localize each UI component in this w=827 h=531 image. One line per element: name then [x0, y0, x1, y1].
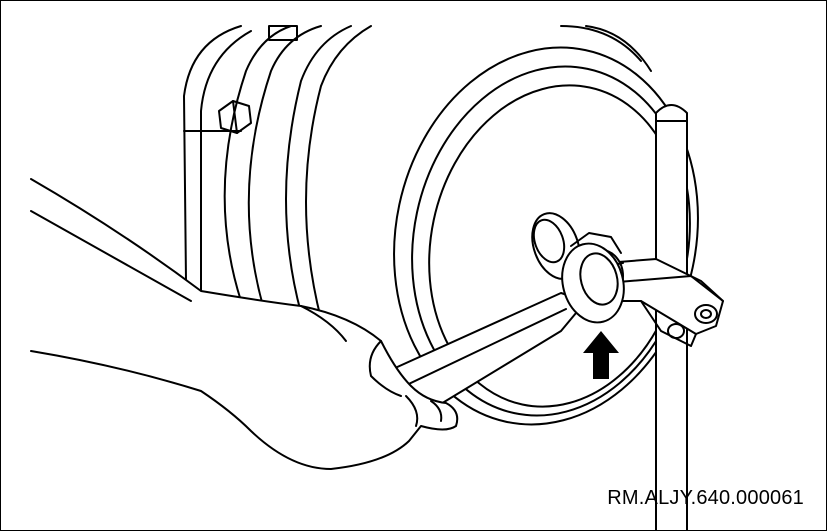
ring-spanner — [383, 232, 625, 417]
mounting-bracket — [605, 258, 724, 347]
hub-bolt — [218, 100, 252, 134]
top-bolt — [268, 25, 298, 41]
arrow-up-icon — [583, 331, 619, 379]
hand — [30, 178, 459, 470]
drum-housing — [183, 25, 652, 320]
figure-reference-code: RM.ALJY.640.000061 — [607, 487, 804, 509]
